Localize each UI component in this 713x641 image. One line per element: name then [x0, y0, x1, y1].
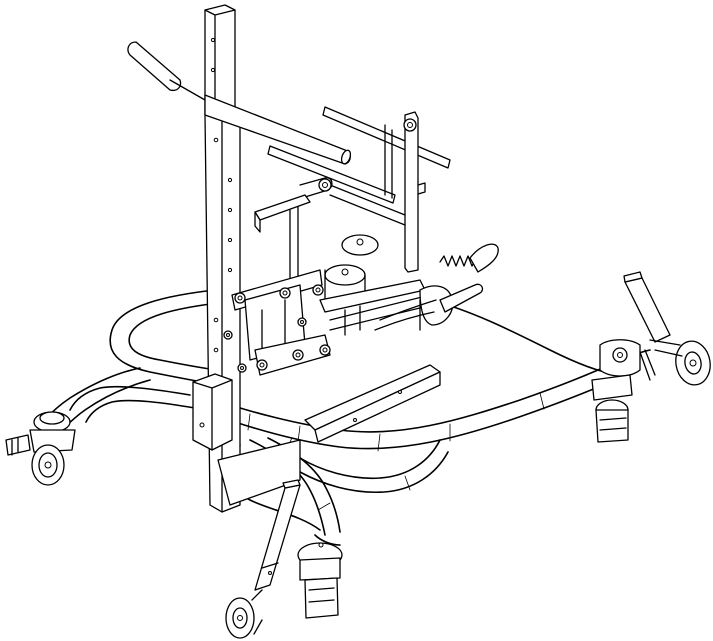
knee-bar	[304, 364, 441, 443]
left-leg-tube	[109, 289, 216, 385]
bolt-cluster	[223, 284, 331, 373]
back-frame	[254, 106, 451, 291]
front-cross-tube	[214, 359, 621, 433]
spring-and-lever	[374, 243, 499, 331]
left-caster	[5, 411, 76, 486]
handle-bar	[127, 41, 352, 165]
front-leg-and-casters	[225, 479, 343, 639]
center-mechanism	[223, 234, 433, 376]
spring-icon	[439, 255, 477, 267]
right-arm-and-caster	[591, 271, 711, 443]
